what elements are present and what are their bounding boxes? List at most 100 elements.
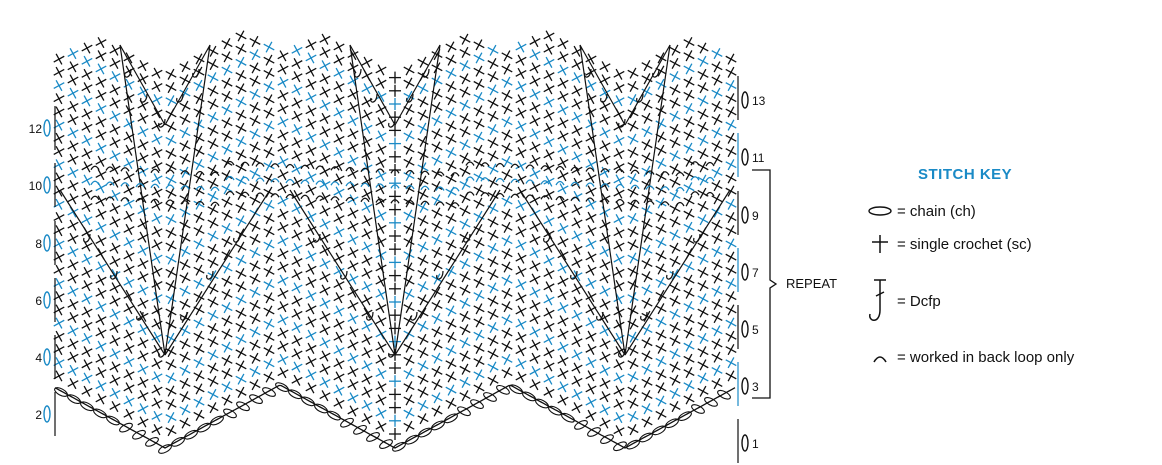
sc-stitch [193, 370, 205, 382]
sc-stitch [473, 65, 485, 77]
sc-stitch [655, 52, 667, 64]
sc-stitch [725, 53, 737, 65]
sc-stitch [67, 351, 79, 363]
back-loop-arc [120, 197, 130, 202]
chain-stitch [210, 415, 224, 426]
sc-stitch [571, 270, 583, 282]
sc-stitch [725, 66, 737, 78]
sc-stitch [165, 68, 177, 80]
chain-stitch [704, 397, 718, 407]
sc-stitch [235, 215, 247, 227]
sc-stitch [263, 94, 275, 106]
sc-stitch [165, 253, 177, 265]
sc-stitch [487, 176, 499, 188]
sc-stitch [445, 80, 457, 93]
sc-stitch [249, 181, 261, 193]
sc-stitch [655, 289, 667, 302]
sc-stitch [249, 339, 261, 351]
sc-stitch [697, 161, 709, 173]
sc-stitch [529, 35, 541, 48]
sc-stitch [655, 144, 667, 156]
back-loop-arc [240, 161, 250, 167]
dcfp-stitch [640, 311, 648, 321]
sc-stitch [67, 285, 79, 297]
dcfp-stitch [158, 118, 166, 128]
sc-stitch [683, 287, 695, 299]
sc-stitch [543, 241, 555, 253]
sc-stitch [501, 301, 513, 313]
sc-stitch [585, 224, 597, 237]
sc-stitch [543, 122, 555, 134]
sc-stitch [263, 120, 275, 132]
sc-stitch [473, 118, 485, 130]
sc-stitch [487, 203, 499, 215]
sc-stitch [347, 247, 359, 259]
sc-stitch [221, 196, 233, 208]
back-loop-arc [135, 182, 145, 188]
sc-stitch [109, 84, 121, 96]
sc-stitch [347, 141, 359, 153]
sc-stitch [543, 347, 555, 359]
sc-stitch [683, 195, 695, 207]
sc-stitch [501, 208, 513, 220]
back-loop-arc [705, 191, 715, 197]
sc-stitch [123, 184, 135, 196]
back-loop-arc [435, 201, 445, 206]
sc-stitch [501, 89, 513, 102]
sc-stitch [151, 173, 163, 185]
sc-stitch [585, 304, 597, 316]
sc-stitch [333, 199, 345, 211]
sc-stitch [291, 269, 303, 281]
chain-oval-icon [43, 119, 51, 137]
sc-stitch [585, 106, 597, 118]
sc-stitch [459, 165, 471, 177]
sc-stitch [361, 320, 373, 332]
sc-stitch [529, 286, 541, 298]
sc-stitch [67, 246, 79, 258]
sc-stitch [543, 360, 555, 372]
sc-stitch [333, 133, 345, 145]
sc-stitch [473, 78, 485, 90]
sc-stitch [473, 250, 485, 262]
sc-stitch [67, 259, 79, 271]
sc-stitch [347, 273, 359, 285]
sc-stitch [599, 272, 611, 284]
sc-stitch [333, 305, 345, 317]
sc-stitch [487, 361, 499, 373]
chain-stitch [301, 396, 315, 407]
sc-stitch [361, 122, 373, 134]
sc-stitch [627, 239, 639, 251]
back-loop-arc [690, 191, 700, 196]
sc-stitch [557, 288, 569, 301]
key-label-sc: = single crochet (sc) [897, 235, 1032, 253]
sc-stitch [109, 308, 121, 320]
sc-stitch [529, 365, 541, 378]
sc-stitch [53, 66, 65, 78]
sc-stitch [81, 95, 93, 107]
back-loop-arc [450, 187, 460, 192]
sc-stitch [431, 128, 443, 140]
sc-stitch [67, 61, 79, 73]
sc-stitch [207, 58, 219, 71]
sc-stitch [501, 142, 513, 154]
back-loop-arc [405, 199, 415, 205]
sc-stitch [165, 81, 177, 94]
back-loop-arc [165, 199, 175, 204]
sc-stitch [543, 135, 555, 148]
dcfp-stitch [693, 233, 701, 243]
sc-stitch [375, 262, 387, 274]
sc-stitch [613, 95, 625, 107]
sc-stitch [403, 341, 415, 353]
sc-stitch [151, 239, 163, 251]
sc-stitch [599, 74, 611, 86]
back-loop-arc [330, 196, 340, 201]
sc-stitch [221, 275, 233, 287]
sc-stitch [711, 232, 723, 244]
sc-stitch [179, 113, 191, 126]
sc-stitch [179, 364, 191, 376]
sc-stitch [389, 362, 401, 374]
sc-stitch [95, 287, 107, 299]
sc-stitch [627, 173, 639, 185]
sc-stitch [431, 352, 443, 364]
sc-stitch [711, 285, 723, 297]
